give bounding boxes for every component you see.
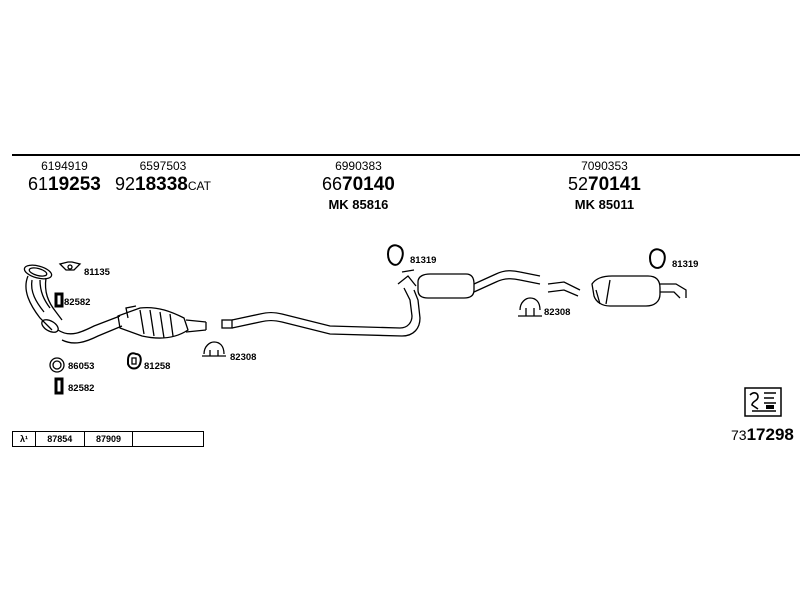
part-code-top: 6990383 — [335, 159, 382, 173]
mk-number: MK 85816 — [328, 197, 389, 212]
label-82582-b[interactable]: 82582 — [68, 383, 95, 394]
footer-code-1[interactable]: 87854 — [36, 432, 85, 446]
part-number-2[interactable]: 6597503 9218338CAT — [115, 159, 211, 195]
ring-86053[interactable] — [49, 357, 65, 373]
hanger-81319a[interactable] — [386, 244, 404, 266]
reference-sheet-icon[interactable] — [744, 387, 782, 417]
hanger-81258[interactable] — [127, 352, 142, 370]
clamp-82308a[interactable] — [202, 341, 226, 357]
assembly-number[interactable]: 7317298 — [731, 425, 794, 444]
footer-code-2[interactable]: 87909 — [85, 432, 134, 446]
lambda-cell: λ¹ — [13, 432, 36, 446]
part-code-top: 6194919 — [41, 159, 88, 173]
label-81319-b[interactable]: 81319 — [672, 259, 699, 270]
rear-silencer[interactable] — [547, 275, 687, 307]
label-81319-a[interactable]: 81319 — [410, 255, 437, 266]
mk-number: MK 85011 — [574, 197, 635, 212]
part-code-top: 6597503 — [139, 159, 187, 173]
label-82308-a[interactable]: 82308 — [230, 352, 257, 363]
middle-pipe[interactable] — [221, 287, 421, 337]
footer-table: λ¹ 87854 87909 — [12, 431, 204, 447]
clamp-82308b[interactable] — [518, 297, 542, 317]
part-number-1[interactable]: 6194919 6119253 — [28, 159, 101, 195]
gasket-81135[interactable] — [58, 261, 82, 271]
label-81258[interactable]: 81258 — [144, 361, 171, 372]
footer-code-3 — [133, 432, 203, 446]
label-82308-b[interactable]: 82308 — [544, 307, 571, 318]
part-code-top: 7090353 — [581, 159, 628, 173]
part-number-4[interactable]: 7090353 5270141 MK 85011 — [568, 159, 641, 212]
catalytic-converter[interactable] — [117, 305, 207, 339]
part-number-3[interactable]: 6990383 6670140 MK 85816 — [322, 159, 395, 212]
label-81135[interactable]: 81135 — [84, 267, 110, 278]
header-rule — [12, 154, 800, 156]
hanger-81319b[interactable] — [648, 248, 666, 269]
label-82582-a[interactable]: 82582 — [64, 297, 91, 308]
mount-82582b[interactable] — [54, 377, 64, 395]
front-pipe[interactable] — [23, 263, 123, 344]
mount-82582a[interactable] — [54, 292, 64, 308]
label-86053[interactable]: 86053 — [68, 361, 95, 372]
center-silencer[interactable] — [397, 269, 541, 299]
